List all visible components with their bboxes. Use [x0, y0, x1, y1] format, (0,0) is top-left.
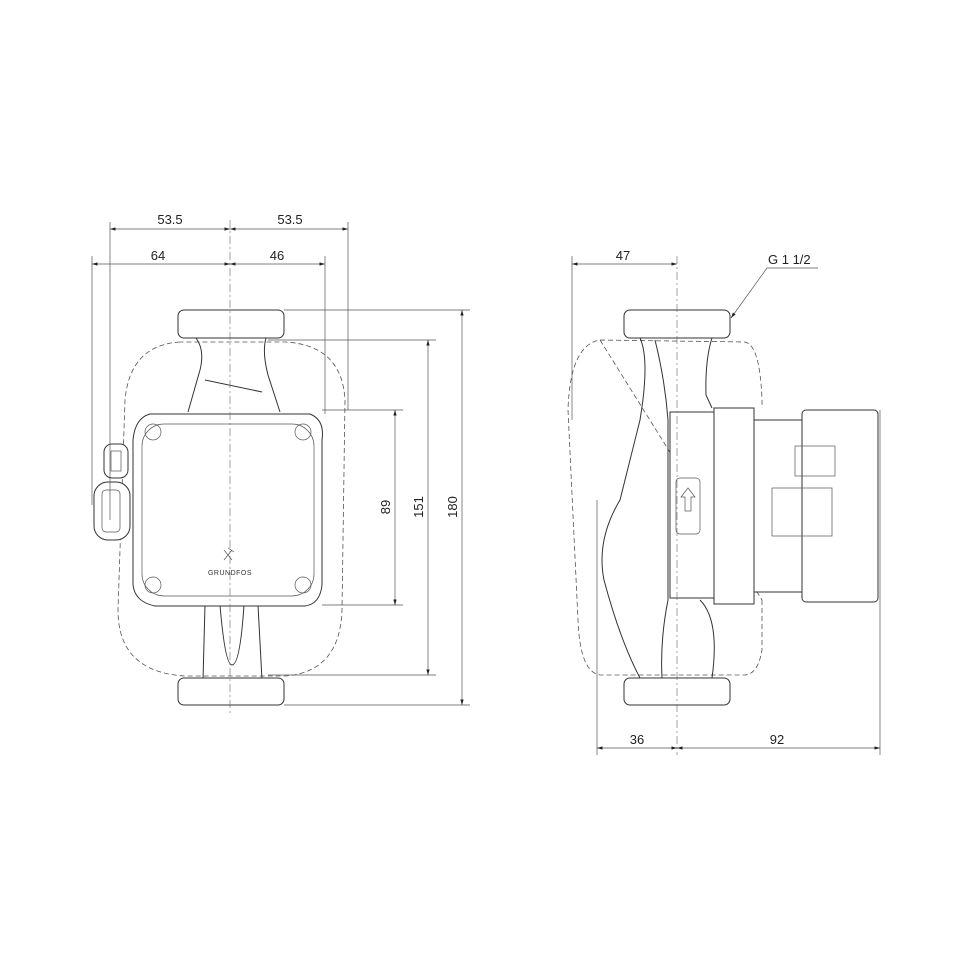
- screw-icon: [294, 576, 312, 594]
- dim-label: 151: [411, 496, 426, 518]
- power-connector-pins: [101, 489, 121, 533]
- bottom-flange: [177, 677, 285, 706]
- control-box: [132, 413, 323, 607]
- screw-icon: [144, 576, 162, 594]
- pump-volute: [601, 337, 715, 679]
- dim-label: 53.5: [157, 212, 182, 227]
- signal-connector-side: [794, 445, 836, 477]
- screw-icon: [294, 423, 312, 441]
- control-panel-face: [141, 423, 315, 597]
- dim-label: 53.5: [277, 212, 302, 227]
- top-flange: [177, 309, 285, 339]
- side-view: 47 36 92 G 1 1/2: [567, 248, 881, 755]
- grundfos-logo-icon: [223, 547, 235, 561]
- screw-icon: [144, 423, 162, 441]
- extension-lines: [571, 256, 881, 755]
- signal-connector: [103, 443, 129, 479]
- thread-size-label: G 1 1/2: [768, 252, 811, 267]
- control-box-side: [801, 409, 879, 603]
- dim-label: 92: [770, 732, 784, 747]
- dim-label: 180: [445, 496, 460, 518]
- front-view: GRUNDFOS 53.5 53.5 64 46 89 151 180: [91, 212, 470, 715]
- power-connector-side: [771, 487, 833, 537]
- insulation-envelope: [117, 341, 346, 677]
- signal-connector-pins: [110, 450, 122, 472]
- dim-label: 36: [630, 732, 644, 747]
- pump-housing: [187, 337, 281, 681]
- flow-direction-arrow-icon: [680, 487, 696, 512]
- dim-label: 89: [378, 500, 393, 514]
- flow-arrow-plate: [675, 477, 701, 535]
- dim-label: 46: [270, 248, 284, 263]
- power-connector: [93, 481, 131, 541]
- pump-head: [669, 411, 715, 599]
- dim-label: 64: [151, 248, 165, 263]
- insulation-envelope: [567, 339, 763, 676]
- dim-label: 47: [616, 248, 630, 263]
- thread-leader-line: [730, 267, 818, 319]
- motor-flange: [713, 407, 755, 605]
- extension-lines: [91, 222, 470, 706]
